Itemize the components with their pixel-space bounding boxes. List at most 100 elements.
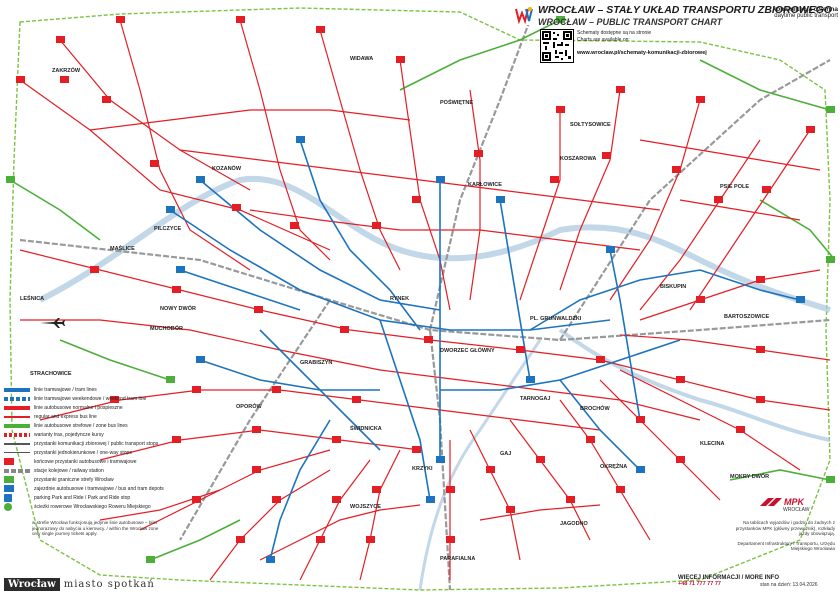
legend-swatch <box>4 432 30 437</box>
info-dept: Departament Infrastruktury i Transportu,… <box>737 540 835 552</box>
operator-city: WROCŁAW <box>783 507 810 513</box>
legend-label: zajezdnie autobusowe i tramwajowe / bus … <box>34 485 164 492</box>
map-title: WROCŁAW – STAŁY UKŁAD TRANSPORTU ZBIOROW… <box>538 4 832 16</box>
operator-logo: MPK <box>760 496 804 508</box>
legend-swatch <box>4 423 30 428</box>
place-label: PSIE POLE <box>720 184 749 190</box>
legend-swatch <box>4 452 30 453</box>
legend-swatch <box>4 458 14 465</box>
info-notice: Na tablicach wyjazdów i godzin do żadnyc… <box>735 520 835 552</box>
legend-swatch <box>4 415 30 418</box>
qr-code-icon[interactable] <box>540 29 574 63</box>
place-label: KLECINA <box>700 441 724 447</box>
legend-label: linie autobusowe normalne i pospieszne <box>34 404 123 411</box>
place-labels: ZAKRZÓW KARŁOWICE PSIE POLE KOZANÓW PILC… <box>20 56 769 562</box>
city-logo-icon <box>514 5 534 25</box>
legend-label: ścieżki rowerowe Wrocławskiego Roweru Mi… <box>34 503 151 510</box>
zone-bus-line <box>399 19 561 91</box>
zone-stops <box>6 16 835 563</box>
place-label: STRACHOWICE <box>30 371 72 377</box>
place-label: ZAKRZÓW <box>52 66 81 74</box>
legend-swatch <box>4 405 30 410</box>
place-label: BROCHÓW <box>580 404 610 412</box>
legend-label: linie autobusowe strefowe / zone bus lin… <box>34 422 128 429</box>
legend-row: linie autobusowe normalne i pospieszne <box>4 403 164 412</box>
place-label: NOWY DWÓR <box>160 304 196 312</box>
mpk-logo-icon <box>760 498 782 506</box>
contact-phone[interactable]: +48 71 777 77 77 <box>678 581 721 587</box>
edition-date: stan na dzień: 13.04.2026 <box>760 582 818 588</box>
airplane-icon <box>40 318 65 328</box>
legend-label: parking Park and Ride / Park and Ride st… <box>34 494 131 501</box>
qr-caption: Schematy dostępne są na stronie Charts a… <box>577 30 651 43</box>
zone-bus-line <box>9 179 101 241</box>
legend-swatch <box>4 476 14 483</box>
legend-label: przystanki komunikacji zbiorowej / publi… <box>34 440 159 447</box>
place-label: MOKRY DWÓR <box>730 472 769 480</box>
legend-row: linie tramwajowe / tram lines <box>4 385 164 394</box>
service-badge-line1: komunikacja dzienna <box>772 6 838 13</box>
place-label: TARNOGAJ <box>520 396 550 402</box>
zone-bus-line <box>699 59 831 111</box>
legend-swatch <box>4 396 30 401</box>
legend-swatch <box>4 493 12 502</box>
place-label: PARAFIALNA <box>440 556 475 562</box>
place-label: GAJ <box>500 451 511 457</box>
legend-row: parking Park and Ride / Park and Ride st… <box>4 493 164 502</box>
legend: linie tramwajowe / tram lines linie tram… <box>4 385 164 511</box>
rail-line <box>179 299 331 541</box>
place-label: WIDAWA <box>350 56 373 62</box>
place-label: WOJSZYCE <box>350 504 381 510</box>
legend-label: stacje kolejowe / railway station <box>34 467 104 474</box>
legend-row: przystanki jednokierunkowe / one-way sto… <box>4 448 164 457</box>
place-label: MUCHOBÓR <box>150 324 183 332</box>
contact-heading: WIĘCEJ INFORMACJI / MORE INFO <box>678 575 780 581</box>
legend-row: linie tramwajowe weekendowe / weekend tr… <box>4 394 164 403</box>
place-label: BISKUPIN <box>660 284 686 290</box>
legend-row: warianty tras, pojedyncze kursy <box>4 430 164 439</box>
contact-info: WIĘCEJ INFORMACJI / MORE INFO +48 71 777… <box>678 575 798 587</box>
legend-row: regular and express bus line <box>4 412 164 421</box>
operator-name: MPK <box>784 497 804 507</box>
place-label: DWORZEC GŁÓWNY <box>440 346 495 354</box>
zone-bus-line <box>759 199 836 261</box>
legend-row: przystanki graniczne strefy Wrocław <box>4 475 164 484</box>
place-label: OKRĘŻNA <box>600 463 627 470</box>
legend-row: ścieżki rowerowe Wrocławskiego Roweru Mi… <box>4 502 164 511</box>
qr-caption-pl: Schematy dostępne są na stronie <box>577 30 652 36</box>
legend-row: zajezdnie autobusowe i tramwajowe / bus … <box>4 484 164 493</box>
place-label: KRZYKI <box>412 466 433 472</box>
place-label: RYNEK <box>390 296 409 302</box>
tram-terminals <box>166 136 805 563</box>
legend-label: regular and express bus line <box>34 413 97 420</box>
legend-row: przystanki komunikacji zbiorowej / publi… <box>4 439 164 448</box>
charts-link[interactable]: www.wroclaw.pl/schematy-komunikacji-zbio… <box>577 50 707 56</box>
zone-bus-line <box>729 469 831 481</box>
info-lines: Na tablicach wyjazdów i godzin do żadnyc… <box>735 520 835 537</box>
legend-swatch <box>4 485 14 492</box>
legend-row: końcowe przystanki autobusowe i tramwajo… <box>4 457 164 466</box>
place-label: PL. GRUNWALDZKI <box>530 316 582 322</box>
place-label: LEŚNICA <box>20 295 44 302</box>
tram-network <box>169 139 801 561</box>
place-label: KOSZAROWA <box>560 156 596 162</box>
legend-label: linie tramwajowe / tram lines <box>34 386 97 393</box>
qr-caption-en: Charts are available on: <box>577 36 630 43</box>
place-label: JAGODNO <box>560 521 589 527</box>
place-label: GRABISZYN <box>300 360 332 366</box>
map-subtitle: WROCŁAW – PUBLIC TRANSPORT CHART <box>538 17 723 27</box>
legend-row: stacje kolejowe / railway station <box>4 466 164 475</box>
service-badge-line2: daytime public transport <box>774 13 838 19</box>
legend-row: linie autobusowe strefowe / zone bus lin… <box>4 421 164 430</box>
place-label: BARTOSZOWICE <box>724 314 769 320</box>
legend-label: przystanki graniczne strefy Wrocław <box>34 476 114 483</box>
river-olawa <box>558 328 831 442</box>
zone-bus-line <box>149 519 241 561</box>
place-label: SOŁTYSOWICE <box>570 122 611 128</box>
place-label: OPORÓW <box>236 402 262 410</box>
service-badge: komunikacja dzienna daytime public trans… <box>756 6 838 20</box>
place-label: PILCZYCE <box>154 226 182 232</box>
legend-swatch <box>4 387 30 392</box>
